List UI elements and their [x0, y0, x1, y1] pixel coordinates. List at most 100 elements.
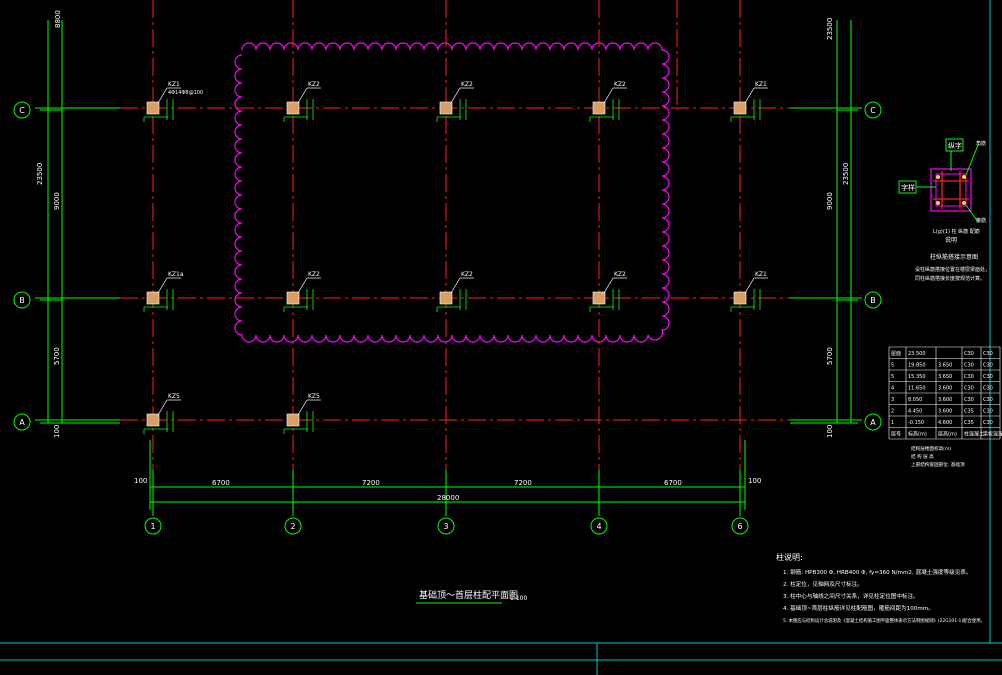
dim-bottom-seg-3: 7200 — [514, 479, 532, 487]
table-cell: C35 — [964, 409, 974, 415]
axis-bubble-label: A — [19, 418, 25, 427]
dim-bottom-seg-2: 7200 — [362, 479, 380, 487]
table-cell: C30 — [964, 386, 974, 392]
table-cell: 5 — [891, 363, 894, 369]
table-cell: 11.650 — [908, 386, 926, 392]
dim-left-overall: 23500 — [36, 163, 44, 185]
table-cell: C35 — [964, 420, 974, 426]
table-cell: C30 — [983, 351, 993, 357]
axis-bubble-label: B — [870, 296, 876, 305]
column-label: KZ2 — [614, 81, 626, 88]
revision-cloud — [234, 42, 670, 343]
table-cell: 3.650 — [938, 374, 952, 380]
legend-left-label: 字样 — [901, 183, 915, 192]
legend-subcaption: 说明 — [945, 236, 957, 244]
note-item-2: 2. 柱定位，见轴网及尺寸标注。 — [783, 580, 863, 588]
column-label: KZ1 — [168, 81, 180, 88]
table-caption3: 上部结构嵌固部位: 基础顶 — [911, 461, 965, 468]
table-cell: 4.450 — [908, 409, 922, 415]
table-caption1: 结构层楼面标高(m) — [911, 445, 951, 452]
dim-right-overall: 23500 — [842, 163, 850, 185]
column-label: KZ1a — [168, 271, 184, 278]
table-cell: 23.500 — [908, 351, 926, 357]
dim-left-bottom: 100 — [53, 425, 61, 438]
axis-bubble-C: C — [13, 101, 31, 119]
dim-bottom-overall: 28000 — [437, 494, 459, 502]
dimension-lines — [40, 20, 858, 510]
axis-bubble-1: 1 — [144, 517, 162, 535]
section-legend: 纵字 字样 角筋 箍筋 L(g)(1) 柱 纵筋 配筋 说明 柱纵筋搭接示意图 … — [898, 138, 990, 282]
axis-bubble-3: 3 — [437, 517, 455, 535]
table-cell: 2 — [891, 409, 894, 415]
dim-bottom-seg-1: 6700 — [212, 479, 230, 487]
table-cell: 15.350 — [908, 374, 926, 380]
table-cell: 3.600 — [938, 409, 952, 415]
dim-left-lower: 5700 — [53, 347, 61, 365]
axis-bubble-B: B — [864, 291, 882, 309]
table-cell: C30 — [964, 351, 974, 357]
column-label: KZ2 — [308, 271, 320, 278]
legend-right-label: 角筋 — [976, 140, 986, 147]
column-B-3: KZ2 — [436, 271, 474, 312]
axis-grid — [35, 0, 862, 516]
axis-bubble-label: 1 — [150, 522, 155, 531]
column-rebar-note: 4Φ14Φ8@100 — [168, 90, 203, 96]
axis-bubble-label: 2 — [290, 522, 295, 531]
table-cell: C30 — [964, 397, 974, 403]
table-cell: 标高(m) — [908, 431, 927, 438]
note-item-4: 4. 基础顶~首层柱纵筋详见柱配筋图，箍筋间距为100mm。 — [783, 604, 934, 612]
table-cell: 屋面 — [891, 351, 901, 357]
axis-bubble-label: 4 — [596, 522, 601, 531]
table-cell: 3.600 — [938, 386, 952, 392]
column-B-2: KZ2 — [283, 271, 321, 312]
table-cell: 层高(m) — [938, 431, 957, 438]
table-cell: C30 — [964, 374, 974, 380]
table-cell: 19.850 — [908, 363, 926, 369]
axis-bubble-B: B — [13, 291, 31, 309]
axis-bubble-A: A — [13, 413, 31, 431]
axis-bubble-label: 3 — [443, 522, 448, 531]
dim-bottom-right-offset: 100 — [748, 477, 761, 485]
axis-bubble-4: 4 — [590, 517, 608, 535]
axis-bubble-label: C — [19, 106, 25, 115]
table-cell: C30 — [983, 409, 993, 415]
table-cell: 柱混凝土 — [964, 431, 984, 438]
legend-top-label: 纵字 — [948, 141, 962, 150]
dim-bottom-seg-4: 6700 — [664, 479, 682, 487]
table-cell: 层号 — [891, 432, 901, 438]
column-label: KZ2 — [614, 271, 626, 278]
dim-left-top: 8800 — [54, 10, 62, 28]
column-B-4: KZ2 — [589, 271, 627, 312]
axis-bubble-label: A — [870, 418, 876, 427]
drawing-title: 基础顶～首层柱配平面图 — [419, 589, 518, 601]
column-C-6: KZ1 — [730, 81, 768, 122]
column-label: KZ1 — [755, 81, 767, 88]
legend-heading: 柱纵筋搭接示意图 — [930, 253, 978, 261]
table-cell: C30 — [983, 363, 993, 369]
column-label: KZ2 — [461, 271, 473, 278]
notes: 柱说明: 1. 钢筋: HPB300 Φ, HRB400 Φ, fy=360 N… — [776, 552, 985, 624]
column-B-6: KZ1 — [730, 271, 768, 312]
legend-note2: 同柱纵筋搭接长度按规范计算。 — [915, 275, 985, 282]
axis-bubble-label: C — [870, 106, 876, 115]
column-label: KZ1 — [755, 271, 767, 278]
legend-note1: 设柱纵筋搭接位置在楼层梁面处， — [915, 266, 990, 273]
table-cell: C30 — [983, 386, 993, 392]
axis-bubble-C: C — [864, 101, 882, 119]
table-cell: C30 — [983, 397, 993, 403]
table-cell: 3 — [891, 397, 894, 403]
table-cell: 3.600 — [938, 397, 952, 403]
column-C-4: KZ2 — [589, 81, 627, 122]
column-C-3: KZ2 — [436, 81, 474, 122]
table-cell: 梁板混凝土 — [983, 431, 1002, 438]
table-cell: C30 — [983, 420, 993, 426]
column-C-1: KZ1 4Φ14Φ8@100 — [143, 81, 203, 122]
table-cell: 4.600 — [938, 420, 952, 426]
table-caption2: 结 构 层 高 — [911, 453, 934, 460]
note-item-5: 5. 本图应与结构设计总说明及《混凝土结构施工图平面整体表示方法制图规则》(22… — [783, 617, 985, 624]
table-cell: -0.150 — [908, 420, 924, 426]
table-cell: 4 — [891, 386, 894, 392]
